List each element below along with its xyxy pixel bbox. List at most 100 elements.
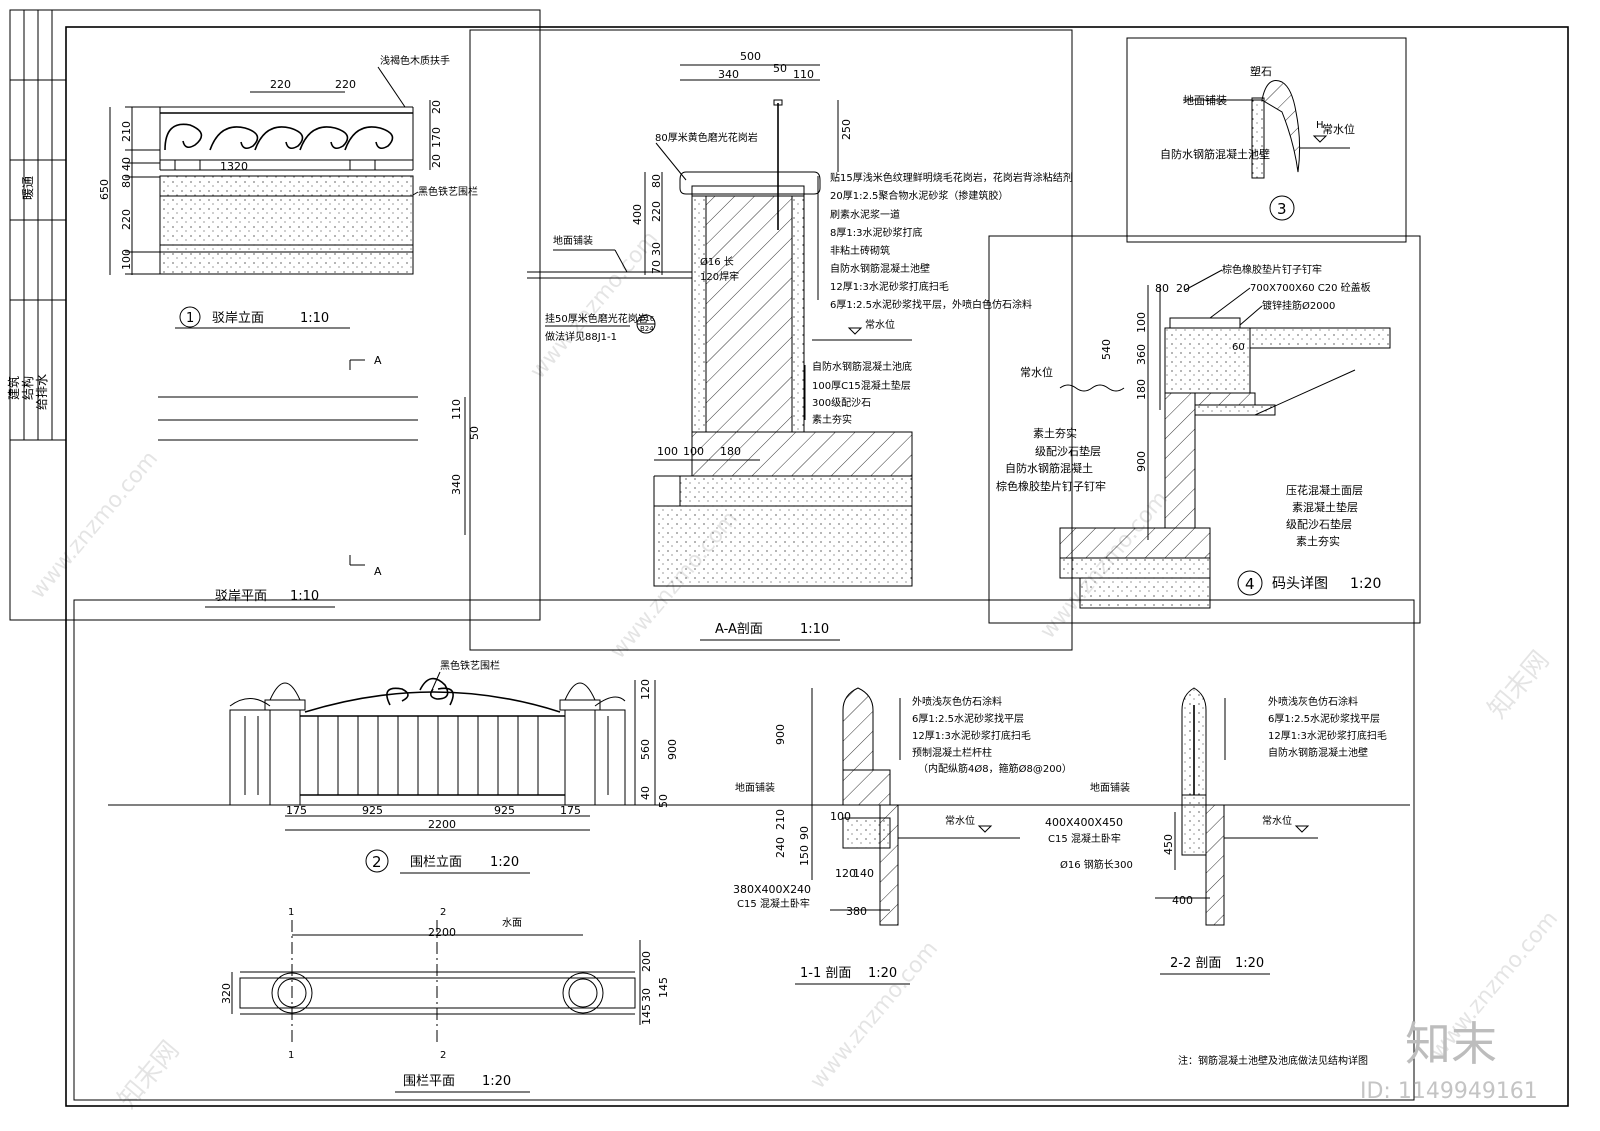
d3-stone: 塑石 (1250, 64, 1272, 78)
aa-dim-70: 70 (650, 260, 663, 274)
d4-dim-60: 60 (1232, 342, 1245, 353)
s22-footing2: C15 混凝土卧牢 (1048, 832, 1121, 845)
d2-dim-2200: 2200 (428, 818, 456, 831)
s11-water: 常水位 (945, 814, 975, 827)
s22-ground: 地面铺装 (1090, 781, 1130, 794)
wm-small-1: 知末网 (1482, 645, 1555, 724)
d4-water: 常水位 (1020, 365, 1053, 379)
d3-h: H (1316, 120, 1324, 131)
dim-r20b: 20 (430, 154, 443, 168)
aa-base-1: 100厚C15混凝土垫层 (812, 379, 911, 392)
s11-dim-240: 240 (774, 837, 787, 858)
aa-title: A-A剖面 (715, 622, 763, 637)
aa-wall (705, 195, 793, 433)
detail-2-elevation: 120 560 900 40 50 175 925 925 175 2200 黑… (108, 659, 1410, 874)
aa-note-r6: 12厚1:3水泥砂浆打底扫毛 (830, 280, 949, 293)
fence-ornament (386, 677, 454, 706)
dim-100: 100 (120, 249, 133, 270)
s11-ground: 地面铺装 (735, 781, 775, 794)
detail-3-frame (1126, 37, 1407, 243)
aa-note-r0: 贴15厚浅米色纹理鲜明烧毛花岗岩，花岗岩背涂粘结剂 (830, 171, 1073, 184)
plan2-dim-320: 320 (220, 983, 233, 1004)
d3-wall: 自防水钢筋混凝土池壁 (1160, 147, 1270, 161)
plan2-cut-2b: 2 (440, 1050, 446, 1061)
brand-logo: 知末 (1405, 1017, 1497, 1071)
aa-note-r4: 非粘土砖砌筑 (830, 244, 890, 257)
aa-note-cap: 80厚米黄色磨光花岗岩 (655, 131, 758, 144)
d2-dim-175b: 175 (560, 804, 581, 817)
fence-pickets (244, 716, 609, 795)
aa-note-lower: 挂50厚米色磨光花岗岩 (545, 312, 648, 325)
title-block: 建筑 结构 给排水 暖通 (6, 10, 66, 441)
aa-dim-30: 30 (650, 242, 663, 256)
d2-dim-925b: 925 (494, 804, 515, 817)
detail-3-number: 3 (1277, 200, 1287, 218)
detail-1-title: 驳岸立面 (212, 311, 264, 326)
s22-dim-400: 400 (1172, 894, 1193, 907)
plan2-dim-145b: 145 (657, 977, 670, 998)
detail-2-frame (73, 599, 1415, 1101)
dim-40: 40 (120, 157, 133, 171)
s11-note-4: （内配纵筋4Ø8，箍筋Ø8@200） (918, 762, 1072, 775)
aa-note-r2: 刷素水泥浆一道 (830, 208, 900, 221)
aa-scale: 1:10 (800, 622, 829, 637)
aa-water-level: 常水位 (865, 318, 895, 331)
plan-1-scale: 1:10 (290, 589, 319, 604)
s22-note-3: 自防水钢筋混凝土池壁 (1268, 746, 1368, 759)
dim-r170: 170 (430, 127, 443, 148)
d4-left-2: 自防水钢筋混凝土 (1005, 461, 1093, 475)
s11-note-1: 6厚1:2.5水泥砂浆找平层 (912, 712, 1024, 725)
tb-plumb: 给排水 (35, 374, 49, 410)
cut-a-bottom: A (374, 565, 382, 578)
s22-title: 2-2 剖面 (1170, 956, 1221, 971)
plan2-dim-30: 30 (640, 988, 653, 1002)
s22-note-1: 6厚1:2.5水泥砂浆找平层 (1268, 712, 1380, 725)
plan2-cut-2a: 2 (440, 907, 446, 918)
tb-hvac: 暖通 (21, 176, 35, 200)
s11-footing: 380X400X240 (733, 883, 811, 896)
dim-80: 80 (120, 174, 133, 188)
dim-650: 650 (98, 179, 111, 200)
aa-base (653, 505, 913, 587)
d2-dim-50: 50 (657, 794, 670, 808)
aa-dim-50: 50 (773, 62, 787, 75)
detail-aa-section: 常水位 500 340 50 110 250 80 220 400 30 70 … (527, 50, 1073, 641)
s11-dim-900: 900 (774, 724, 787, 745)
s11-dim-380: 380 (846, 905, 867, 918)
s11-dim-90: 90 (798, 826, 811, 840)
s11-note-0: 外喷浅灰色仿石涂料 (912, 695, 1002, 708)
note-rail: 黑色铁艺围栏 (418, 185, 478, 198)
aa-base-3: 素土夯实 (812, 413, 852, 426)
d4-top-0: 棕色橡胶垫片钉子钉牢 (1222, 263, 1322, 276)
aa-dim-80: 80 (650, 174, 663, 188)
note-handrail: 浅褐色木质扶手 (380, 54, 450, 67)
dim-220b: 220 (335, 78, 356, 91)
d4-right-2: 级配沙石垫层 (1286, 517, 1352, 531)
detail-4: 80 20 100 360 540 180 900 60 常水位 棕色橡胶垫片钉… (996, 263, 1391, 609)
aa-dim-220: 220 (650, 201, 663, 222)
wm-site-4: www.znzmo.com (805, 936, 943, 1093)
s22-scale: 1:20 (1235, 956, 1264, 971)
general-note: 注：钢筋混凝土池壁及池底做法见结构详图 (1178, 1054, 1368, 1067)
aa-base-notes: 自防水钢筋混凝土池底 100厚C15混凝土垫层 300级配沙石 素土夯实 (804, 360, 912, 426)
d2-dim-40: 40 (639, 786, 652, 800)
d4-left-0: 素土夯实 (1033, 426, 1077, 440)
aa-ref-top: D16 (640, 315, 655, 323)
plan-1-title: 驳岸平面 (215, 589, 267, 604)
s11-title: 1-1 剖面 (800, 966, 851, 981)
s11-dim-100: 100 (830, 810, 851, 823)
detail-1-frame (9, 9, 541, 621)
aa-note-r3: 8厚1:3水泥砂浆打底 (830, 226, 922, 239)
aa-note-ground: 地面铺装 (553, 234, 593, 247)
aa-dim-180: 180 (720, 445, 741, 458)
detail-aa-frame (469, 29, 1073, 651)
s11-dim-210: 210 (774, 809, 787, 830)
dim-1320: 1320 (220, 160, 248, 173)
tb-arch: 建筑 (6, 376, 21, 400)
detail-1-marker (179, 306, 201, 328)
aa-cap-stone (679, 171, 821, 195)
section-1-1: 900 210 240 100 90 150 120 140 380 地面铺装 … (730, 687, 1072, 985)
d3-ground: 地面铺装 (1183, 94, 1227, 107)
plan2-cut-1: 1 (288, 907, 294, 918)
aa-note-r7: 6厚1:2.5水泥砂浆找平层，外喷白色仿石涂料 (830, 298, 1032, 311)
